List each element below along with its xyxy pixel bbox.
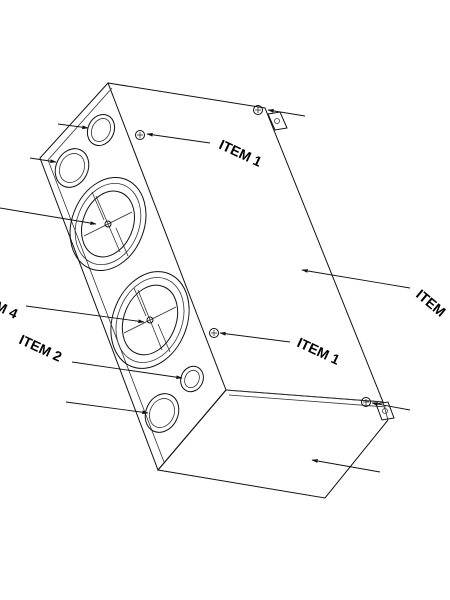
screw-middle (209, 328, 219, 338)
callout-item1-middle: ITEM 1 (295, 334, 343, 368)
enclosure-box (39, 82, 389, 499)
callout-item1-top: ITEM 1 (217, 136, 265, 170)
enclosure-front-face (157, 389, 389, 499)
screw-top-left (135, 130, 145, 140)
callout-item2: ITEM 2 (17, 331, 65, 365)
screw-bottom-right (361, 397, 371, 407)
mounting-tab-top (267, 111, 288, 131)
screw-top-right (253, 105, 263, 115)
callout-item-right: ITEM (413, 286, 449, 320)
callout-item4: ITEM 4 (0, 288, 21, 322)
mounting-tab-bottom (375, 401, 395, 421)
knockout-small-lower (180, 365, 204, 393)
knockout-large-lower (110, 271, 190, 369)
knockout-medium-lower (144, 393, 180, 433)
knockout-small-top (86, 113, 116, 147)
knockout-medium-top (54, 148, 90, 188)
leader-lines (0, 109, 411, 473)
knockout-large-upper (69, 176, 147, 272)
